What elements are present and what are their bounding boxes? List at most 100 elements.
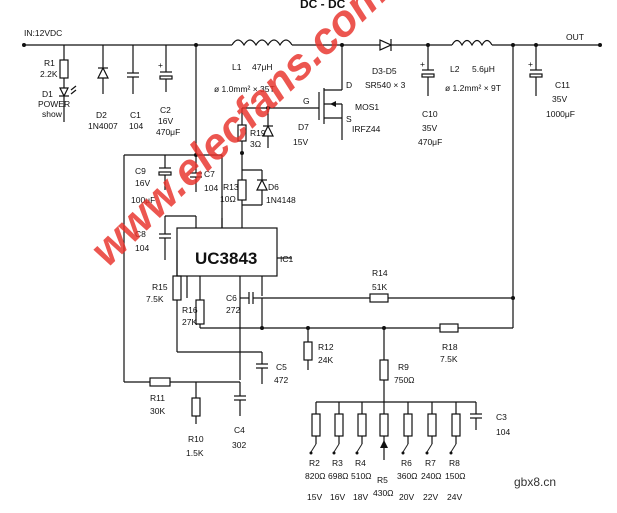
voltage-selector: [316, 401, 477, 414]
svg-text:D2: D2: [96, 110, 107, 120]
selector-ref: R8: [449, 458, 460, 468]
svg-text:3Ω: 3Ω: [250, 139, 261, 149]
svg-text:10Ω: 10Ω: [220, 194, 236, 204]
selector-voltage: 20V: [399, 492, 414, 502]
selector-value: 240Ω: [421, 471, 442, 481]
c6-capacitor: C6 272: [226, 292, 263, 328]
r18-resistor: R18 7.5K: [439, 298, 514, 364]
svg-text:R1: R1: [44, 58, 55, 68]
output-label: OUT: [566, 32, 584, 42]
selector-voltage: 18V: [353, 492, 368, 502]
svg-text:470μF: 470μF: [156, 127, 180, 137]
svg-text:C4: C4: [234, 425, 245, 435]
d1-led: D1 POWER show: [38, 85, 77, 122]
svg-text:R10: R10: [188, 434, 204, 444]
watermark-main: www.elecfans.com: [81, 0, 397, 275]
svg-text:ø 1.0mm² × 35T: ø 1.0mm² × 35T: [214, 84, 275, 94]
selector-voltage: 22V: [423, 492, 438, 502]
svg-text:ø 1.2mm² × 9T: ø 1.2mm² × 9T: [445, 83, 501, 93]
selector-ref: R7: [425, 458, 436, 468]
d6-diode: D6 1N4148: [242, 170, 296, 206]
selector-voltage: 15V: [307, 492, 322, 502]
r14-resistor: R14 51K: [262, 268, 515, 303]
svg-text:C11: C11: [555, 80, 570, 90]
selector-value: 360Ω: [397, 471, 418, 481]
svg-text:7.5K: 7.5K: [146, 294, 164, 304]
c4-capacitor: C4 302: [232, 382, 246, 450]
r10-resistor: R10 1.5K: [186, 382, 204, 458]
svg-text:472: 472: [274, 375, 288, 385]
svg-text:5.6μH: 5.6μH: [472, 64, 495, 74]
c8-capacitor: C8 104: [135, 215, 196, 260]
svg-text:272: 272: [226, 305, 240, 315]
selector-ref: R5: [377, 475, 388, 485]
svg-text:C10: C10: [422, 109, 438, 119]
selector-value: 430Ω: [373, 488, 394, 498]
svg-text:302: 302: [232, 440, 246, 450]
selector-resistor-r5: R5 430Ω: [373, 402, 394, 498]
selector-voltage: 16V: [330, 492, 345, 502]
svg-text:1000μF: 1000μF: [546, 109, 575, 119]
svg-text:D: D: [346, 80, 352, 90]
c3-capacitor: C3 104: [470, 412, 510, 437]
svg-text:C1: C1: [130, 110, 141, 120]
svg-text:IRFZ44: IRFZ44: [352, 124, 381, 134]
d2-diode: D2 1N4007: [88, 45, 118, 131]
svg-text:R11: R11: [150, 393, 165, 403]
svg-text:104: 104: [496, 427, 510, 437]
selector-resistor-r3: R3 698Ω 16V: [328, 402, 349, 502]
r16-resistor: R16 27K: [182, 299, 205, 328]
svg-text:show: show: [42, 109, 63, 119]
svg-text:C6: C6: [226, 293, 237, 303]
selector-ref: R6: [401, 458, 412, 468]
svg-text:+: +: [420, 59, 425, 69]
selector-value: 698Ω: [328, 471, 349, 481]
input-rail: IN:12VDC: [22, 28, 232, 47]
svg-text:C2: C2: [160, 105, 171, 115]
svg-text:16V: 16V: [158, 116, 173, 126]
selector-ref: R3: [332, 458, 343, 468]
svg-text:MOS1: MOS1: [355, 102, 379, 112]
l2-inductor: L2 5.6μH ø 1.2mm² × 9T: [445, 39, 600, 93]
r9-resistor: R9 750Ω: [379, 328, 415, 402]
svg-text:G: G: [303, 96, 310, 106]
selector-value: 150Ω: [445, 471, 466, 481]
svg-text:750Ω: 750Ω: [394, 375, 415, 385]
selector-ref: R2: [309, 458, 320, 468]
selector-resistor-r8: R8 150Ω 24V: [445, 402, 466, 502]
svg-text:R14: R14: [372, 268, 388, 278]
svg-text:R9: R9: [398, 362, 409, 372]
svg-text:R18: R18: [442, 342, 458, 352]
selector-ref: R4: [355, 458, 366, 468]
svg-text:D6: D6: [268, 182, 279, 192]
svg-text:D1: D1: [42, 89, 53, 99]
ic-ref-label: IC1: [280, 254, 294, 264]
svg-text:35V: 35V: [422, 123, 437, 133]
l1-inductor: L1 47μH ø 1.0mm² × 35T: [214, 39, 342, 94]
svg-text:30K: 30K: [150, 406, 165, 416]
selector-resistor-r7: R7 240Ω 22V: [421, 402, 442, 502]
r11-resistor: R11 30K: [124, 377, 240, 416]
svg-text:D7: D7: [298, 122, 309, 132]
svg-text:R19: R19: [250, 128, 266, 138]
svg-text:51K: 51K: [372, 282, 387, 292]
svg-text:L1: L1: [232, 62, 242, 72]
svg-text:C7: C7: [204, 169, 215, 179]
svg-text:C3: C3: [496, 412, 507, 422]
svg-text:104: 104: [129, 121, 143, 131]
svg-text:24K: 24K: [318, 355, 333, 365]
svg-text:15V: 15V: [293, 137, 308, 147]
selector-voltage: 24V: [447, 492, 462, 502]
svg-text:SR540 × 3: SR540 × 3: [365, 80, 406, 90]
c11-capacitor: + C11 35V 1000μF: [528, 43, 575, 119]
r13-resistor: R13 10Ω: [220, 153, 247, 218]
selector-resistor-r6: R6 360Ω 20V: [397, 402, 418, 502]
svg-text:S: S: [346, 114, 352, 124]
selector-resistors: R2820Ω15VR3698Ω16VR4510Ω18VR5430ΩR6360Ω2…: [305, 402, 466, 502]
selector-value: 820Ω: [305, 471, 326, 481]
svg-text:1N4007: 1N4007: [88, 121, 118, 131]
selector-resistor-r2: R2 820Ω 15V: [305, 402, 326, 502]
svg-text:2.2K: 2.2K: [40, 69, 58, 79]
